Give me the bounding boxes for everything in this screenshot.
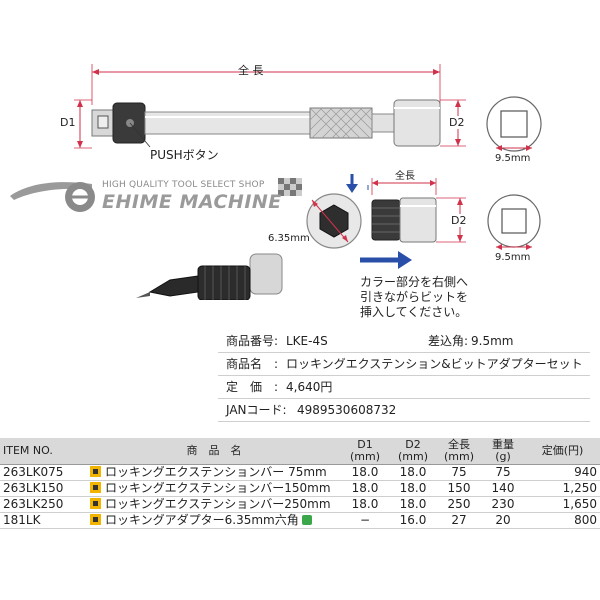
extension-bar-diagram [74,64,542,300]
adapter-length-label: 全長 [395,171,415,182]
cell-length: 150 [437,480,481,497]
cell-d1: 18.0 [341,496,389,513]
square-size-label: 9.5mm [495,153,531,164]
table-row: 263LK150 ロッキングエクステンションバー150mm 18.0 18.0 … [0,480,600,497]
cell-name: ロッキングアダプター6.35mm六角 [87,512,341,529]
cell-d2: 18.0 [389,496,437,513]
cell-d1: 18.0 [341,480,389,497]
cell-item-no: 263LK075 [0,464,87,481]
instruction-line: 挿入してください。 [360,305,468,319]
cell-weight: 20 [481,512,525,529]
product-type-icon [90,498,101,509]
header-name: 商 品 名 [87,438,341,465]
cell-d2: 18.0 [389,480,437,497]
price-value: 4,640円 [286,380,333,394]
d2-label: D2 [449,116,465,129]
product-table: ITEM NO. 商 品 名 D1(mm) D2(mm) 全長(mm) 重量(g… [0,438,600,529]
cell-length: 75 [437,464,481,481]
cell-weight: 140 [481,480,525,497]
cell-price: 1,650 [525,496,600,513]
brand-swoosh-icon [10,178,302,212]
header-weight: 重量(g) [481,438,525,465]
cell-name: ロッキングエクステンションバー250mm [87,496,341,513]
spec-row-product-no: 商品番号: LKE-4S 差込角: 9.5mm [218,330,590,353]
price-label: 定 価 : [226,380,279,394]
insertion-instructions: カラー部分を右側へ 引きながらビットを 挿入してください。 [360,275,468,320]
cell-price: 940 [525,464,600,481]
table-header-row: ITEM NO. 商 品 名 D1(mm) D2(mm) 全長(mm) 重量(g… [0,438,600,465]
product-type-icon [90,466,101,477]
brand-tagline: HIGH QUALITY TOOL SELECT SHOP [102,180,265,190]
cell-d1: − [341,512,389,529]
spec-row-price: 定 価 : 4,640円 [218,376,590,399]
table-row: 263LK250 ロッキングエクステンションバー250mm 18.0 18.0 … [0,496,600,513]
cell-length: 250 [437,496,481,513]
product-type-icon [90,482,101,493]
cell-item-no: 181LK [0,512,87,529]
product-no-label: 商品番号: [226,334,279,348]
spec-row-name: 商品名 : ロッキングエクステンション&ビットアダプターセット [218,353,590,376]
cell-name: ロッキングエクステンションバー150mm [87,480,341,497]
drive-label: 差込角: [428,334,469,348]
header-item-no: ITEM NO. [0,438,87,465]
jan-label: JANコード: [226,403,287,417]
adapter-square-size-label: 9.5mm [495,252,531,263]
name-label: 商品名 : [226,357,279,371]
cell-price: 800 [525,512,600,529]
spec-row-jan: JANコード: 4989530608732 [218,399,590,422]
cell-d2: 16.0 [389,512,437,529]
header-d2: D2(mm) [389,438,437,465]
name-value: ロッキングエクステンション&ビットアダプターセット [286,357,583,371]
jan-value: 4989530608732 [297,403,397,417]
instruction-line: カラー部分を右側へ [360,275,469,289]
drive-value: 9.5mm [471,334,514,348]
adapter-d2-label: D2 [451,214,467,227]
cell-d2: 18.0 [389,464,437,481]
product-type-icon [90,514,101,525]
cell-weight: 75 [481,464,525,481]
cell-weight: 230 [481,496,525,513]
hex-size-label: 6.35mm [268,233,310,244]
brand-logo: HIGH QUALITY TOOL SELECT SHOP EHIME MACH… [10,178,310,216]
cell-item-no: 263LK250 [0,496,87,513]
cell-length: 27 [437,512,481,529]
header-d1: D1(mm) [341,438,389,465]
cell-price: 1,250 [525,480,600,497]
table-row: 181LK ロッキングアダプター6.35mm六角 − 16.0 27 20 80… [0,512,600,529]
cell-name: ロッキングエクステンションバー 75mm [87,464,341,481]
instruction-line: 引きながらビットを [360,290,469,304]
hex-drive-icon [301,515,312,525]
table-row: 263LK075 ロッキングエクステンションバー 75mm 18.0 18.0 … [0,464,600,481]
bit-adapter-illustration [136,253,283,300]
overall-length-label: 全 長 [238,64,264,77]
product-no-value: LKE-4S [286,334,328,348]
header-length: 全長(mm) [437,438,481,465]
d1-label: D1 [60,116,76,129]
header-price: 定価(円) [525,438,600,465]
push-button-label: PUSHボタン [150,148,219,162]
brand-name: EHIME MACHINE [102,191,282,213]
cell-d1: 18.0 [341,464,389,481]
cell-item-no: 263LK150 [0,480,87,497]
